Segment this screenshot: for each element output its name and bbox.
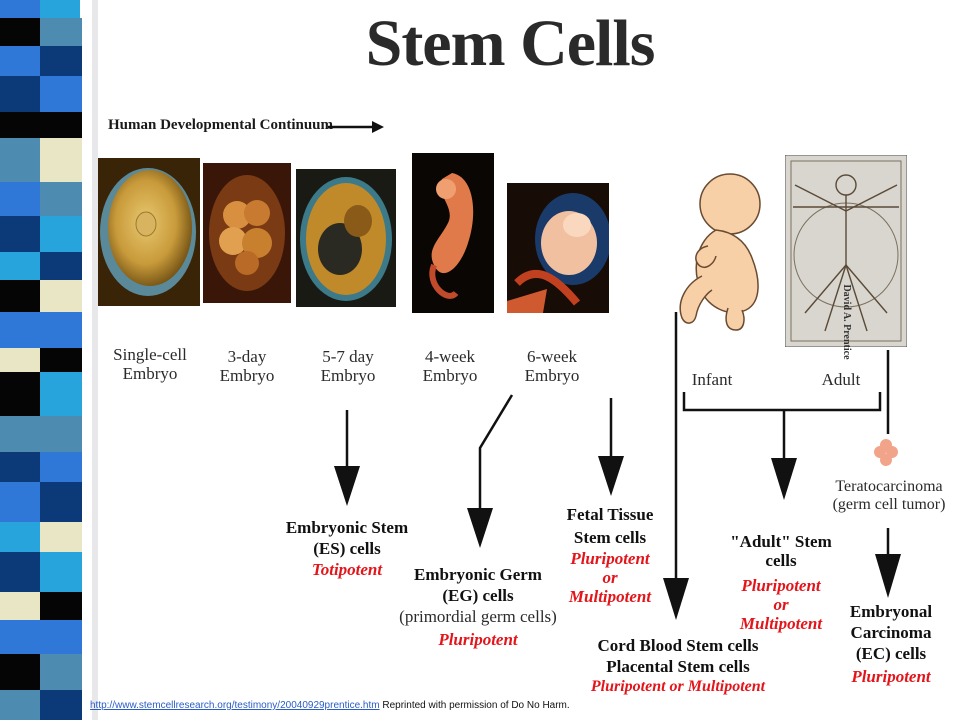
embryonic-stem-cells: Embryonic Stem (ES) cells Totipotent xyxy=(285,518,409,580)
stage-label-adult: Adult xyxy=(821,370,861,389)
infant-drawing xyxy=(679,173,761,331)
decorative-strip xyxy=(0,0,98,720)
teratocarcinoma-image xyxy=(874,439,898,466)
teratocarcinoma-label: Teratocarcinoma (germ cell tumor) xyxy=(832,478,946,513)
embryonic-germ-cells: Embryonic Germ (EG) cells (primordial ge… xyxy=(399,565,557,650)
footer-credit: http://www.stemcellresearch.org/testimon… xyxy=(90,700,570,711)
fetal-tissue-stem-cells: Fetal Tissue Stem cells Pluripotent or M… xyxy=(566,505,654,607)
slide-title: Stem Cells xyxy=(365,7,656,80)
embryonal-carcinoma-cells: Embryonal Carcinoma (EC) cells Pluripote… xyxy=(849,602,933,687)
cord-blood-stem-cells: Cord Blood Stem cells Placental Stem cel… xyxy=(590,636,766,696)
stage-label-infant: Infant xyxy=(691,370,733,389)
four-week-embryo-image xyxy=(412,153,494,313)
adult-stem-cells: "Adult" Stem cells Pluripotent or Multip… xyxy=(730,532,832,634)
adult-vitruvian-drawing xyxy=(785,155,907,347)
six-week-embryo-image xyxy=(507,183,609,313)
continuum-label: Human Developmental Continuum xyxy=(108,117,334,133)
five-seven-day-embryo-image xyxy=(296,169,396,307)
footer-note: Reprinted with permission of Do No Harm. xyxy=(379,700,570,711)
three-day-embryo-image xyxy=(203,163,291,303)
single-cell-embryo-image xyxy=(98,158,200,306)
source-link[interactable]: http://www.stemcellresearch.org/testimon… xyxy=(90,700,380,711)
